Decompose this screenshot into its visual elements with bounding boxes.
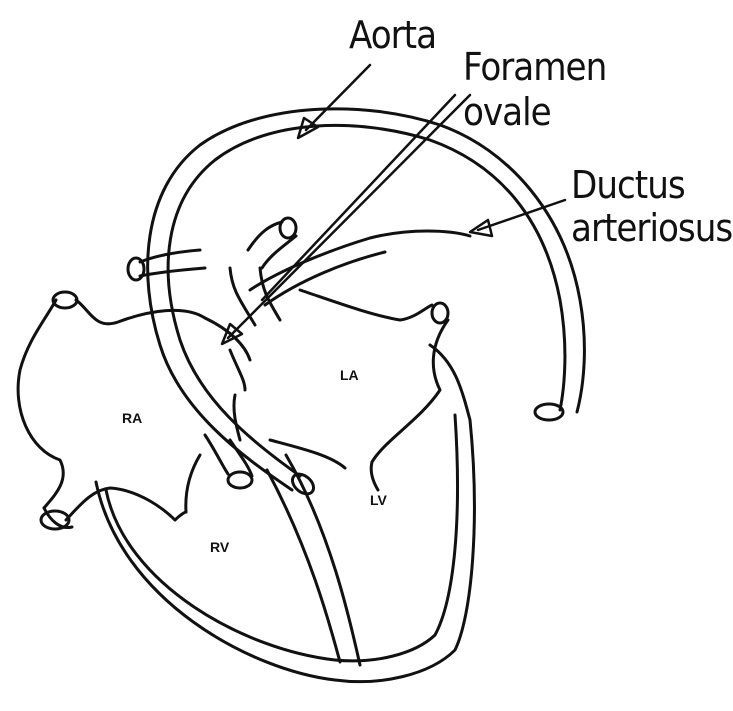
interventricular-septum: [286, 455, 360, 665]
ductus-arteriosus-label-line1: Ductus: [571, 163, 685, 207]
la-label: LA: [340, 367, 359, 383]
aorta-arrow-line: [306, 65, 370, 130]
lv-label: LV: [370, 492, 388, 508]
aorta-label: Aorta: [349, 13, 436, 57]
pulmonary-vein-opening: [432, 303, 448, 323]
chamber-labels: RA RV LA LV: [122, 367, 388, 555]
ra-label: RA: [122, 410, 142, 426]
heart-outline: [96, 345, 474, 682]
foramen-ovale-label-line1: Foramen: [463, 45, 606, 89]
foramen-ovale-label-line2: ovale: [463, 90, 551, 134]
rv-label: RV: [210, 539, 230, 555]
callout-labels: Aorta Foramen ovale Ductus arteriosus: [349, 13, 732, 250]
aorta-tube: [148, 109, 585, 498]
foramen-arrow-line-lower: [228, 95, 470, 338]
left-atrium: [270, 290, 448, 468]
ductus-arteriosus-label-line2: arteriosus: [571, 206, 732, 250]
